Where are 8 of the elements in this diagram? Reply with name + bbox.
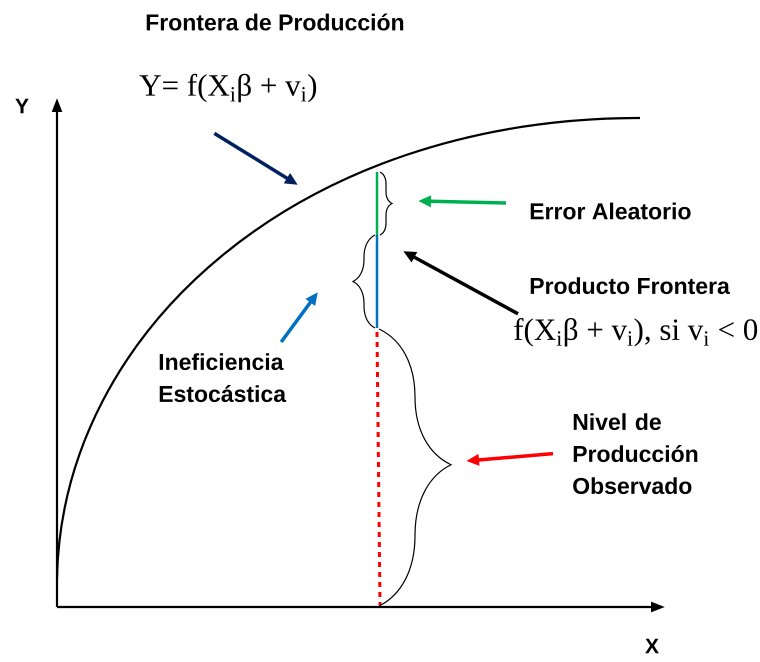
callout-text: Producto Frontera f(X$_{i}$β + v$_{i}$), si v$_{i}$ < 0 [514,277,758,346]
callout-text: Error Aleatorio [530,202,691,220]
formula-label: Y= f(X$_{i}$β + v$_{i}$) [140,74,316,102]
axis-label: Y [15,98,29,114]
callout-text: Nivel de Producción Observado [573,413,698,494]
title: Frontera de Producción [146,13,404,31]
callout-text: Ineficiencia Estocástica [160,353,286,402]
axis-label: X [645,638,659,654]
